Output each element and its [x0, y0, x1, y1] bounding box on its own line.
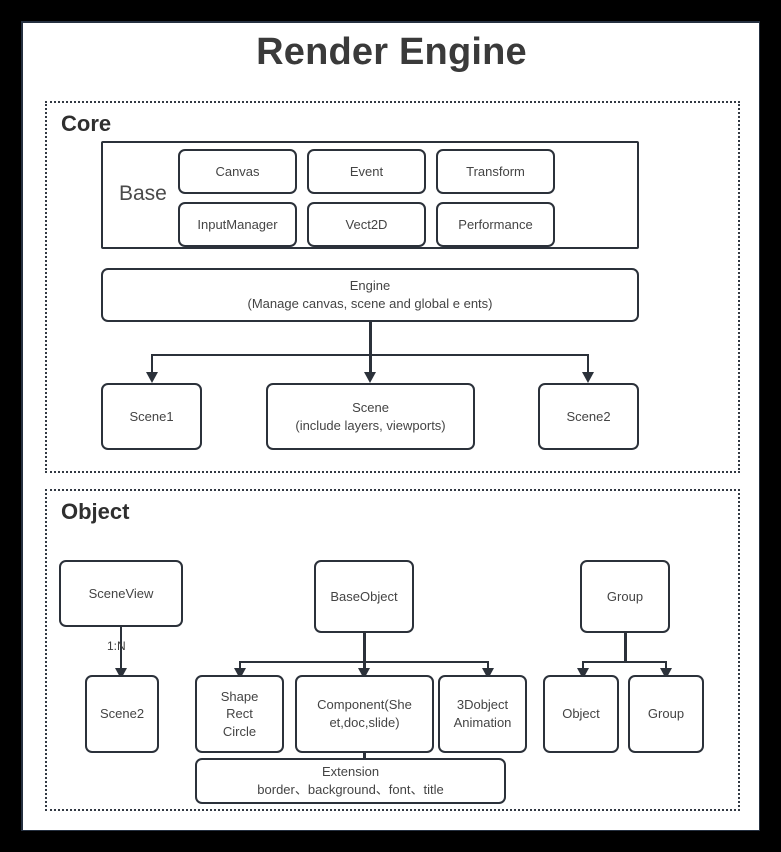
- node-shape-line1: Shape: [220, 688, 259, 704]
- arrowhead-shape: [234, 668, 246, 679]
- section-object: Object: [45, 489, 740, 811]
- node-component-line2: et,doc,slide): [329, 715, 400, 730]
- module-vect2d[interactable]: Vect2D: [307, 202, 426, 247]
- section-object-label: Object: [61, 499, 130, 524]
- module-inputmanager-label: InputManager: [197, 216, 278, 232]
- node-component[interactable]: Component(She et,doc,slide): [295, 675, 434, 753]
- node-scene2-core-label: Scene2: [566, 408, 611, 424]
- connector-sceneview-scene2: [120, 627, 122, 671]
- page-title: Render Engine: [256, 31, 527, 73]
- edge-label-1n: 1:N: [107, 639, 126, 653]
- arrowhead-object: [577, 668, 589, 679]
- connector-3dobject-drop: [487, 661, 489, 671]
- arrowhead-scene: [364, 372, 376, 383]
- arrowhead-scene1: [146, 372, 158, 383]
- node-3dobject-line1: 3Dobject: [456, 697, 509, 713]
- node-group-root[interactable]: Group: [580, 560, 670, 633]
- section-core: Core: [45, 101, 740, 473]
- connector-scene2-drop: [587, 354, 589, 375]
- module-performance[interactable]: Performance: [436, 202, 555, 247]
- module-performance-label: Performance: [458, 216, 533, 232]
- module-canvas-label: Canvas: [215, 163, 260, 179]
- connector-scene1-drop: [151, 354, 153, 375]
- connector-object-drop: [582, 661, 584, 671]
- node-extension-subtitle: border、background、font、title: [257, 782, 444, 797]
- connector-group-child-drop: [665, 661, 667, 671]
- node-scene2-object[interactable]: Scene2: [85, 675, 159, 753]
- connector-shape-drop: [239, 661, 241, 671]
- arrowhead-component: [358, 668, 370, 679]
- node-scene2-object-label: Scene2: [99, 706, 145, 722]
- node-group-child[interactable]: Group: [628, 675, 704, 753]
- connector-component-drop: [363, 661, 366, 671]
- node-object-child[interactable]: Object: [543, 675, 619, 753]
- node-component-line1: Component(She: [317, 697, 412, 713]
- connector-baseobject-stem: [363, 633, 366, 662]
- module-transform[interactable]: Transform: [436, 149, 555, 194]
- node-shape-line2: Rect: [226, 706, 253, 722]
- module-canvas[interactable]: Canvas: [178, 149, 297, 194]
- arrowhead-scene2-object: [115, 668, 127, 679]
- node-extension-title: Extension: [321, 764, 380, 780]
- connector-group-bus: [582, 661, 667, 663]
- module-vect2d-label: Vect2D: [345, 216, 388, 232]
- node-extension[interactable]: Extension border、background、font、title: [195, 758, 506, 804]
- diagram-page: Render Engine Core Base Canvas Event Tra…: [21, 21, 760, 831]
- connector-scene-drop: [369, 354, 372, 375]
- node-3dobject[interactable]: 3Dobject Animation: [438, 675, 527, 753]
- arrowhead-group-child: [660, 668, 672, 679]
- node-engine-subtitle: (Manage canvas, scene and global e ents): [247, 296, 493, 311]
- base-group-label: Base: [119, 182, 167, 205]
- node-scene1[interactable]: Scene1: [101, 383, 202, 450]
- node-shape[interactable]: Shape Rect Circle: [195, 675, 284, 753]
- module-transform-label: Transform: [466, 163, 525, 179]
- node-sceneview[interactable]: SceneView: [59, 560, 183, 627]
- node-group-root-label: Group: [606, 588, 644, 604]
- node-shape-line3: Circle: [222, 723, 257, 739]
- node-scene-title: Scene: [352, 399, 389, 415]
- node-engine[interactable]: Engine (Manage canvas, scene and global …: [101, 268, 639, 322]
- node-engine-title: Engine: [349, 278, 391, 294]
- connector-engine-stem: [369, 322, 372, 355]
- module-inputmanager[interactable]: InputManager: [178, 202, 297, 247]
- module-event[interactable]: Event: [307, 149, 426, 194]
- node-group-child-label: Group: [647, 706, 685, 722]
- module-event-label: Event: [349, 163, 384, 179]
- node-baseobject-label: BaseObject: [330, 588, 398, 604]
- arrowhead-scene2: [582, 372, 594, 383]
- section-core-label: Core: [61, 111, 112, 136]
- node-sceneview-label: SceneView: [88, 585, 154, 601]
- node-baseobject[interactable]: BaseObject: [314, 560, 414, 633]
- node-3dobject-line2: Animation: [453, 715, 512, 730]
- node-scene1-label: Scene1: [129, 408, 174, 424]
- arrowhead-3dobject: [482, 668, 494, 679]
- node-scene[interactable]: Scene (include layers, viewports): [266, 383, 475, 450]
- node-scene-subtitle: (include layers, viewports): [295, 417, 446, 433]
- connector-group-stem: [624, 633, 627, 662]
- node-scene2-core[interactable]: Scene2: [538, 383, 639, 450]
- node-object-child-label: Object: [562, 706, 600, 722]
